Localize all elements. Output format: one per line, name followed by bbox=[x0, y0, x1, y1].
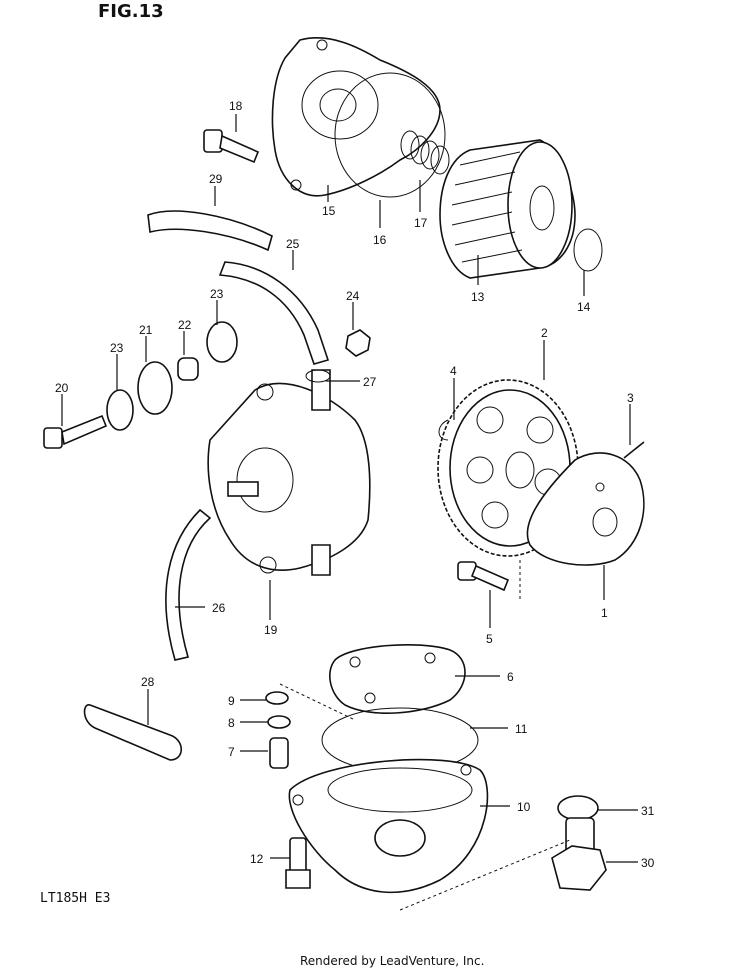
callout-8: 8 bbox=[228, 716, 235, 730]
callout-9: 9 bbox=[228, 694, 235, 708]
part-23-washer-b bbox=[206, 321, 238, 363]
part-26-hose bbox=[165, 508, 212, 661]
part-4-circlip bbox=[438, 419, 449, 441]
part-3-pin bbox=[623, 441, 645, 459]
part-13-oil-filter bbox=[439, 139, 576, 279]
part-24-nut bbox=[345, 329, 371, 357]
part-12-bolt bbox=[285, 837, 311, 889]
callout-17: 17 bbox=[414, 216, 428, 230]
callout-6: 6 bbox=[507, 670, 514, 684]
part-5-bolt bbox=[457, 561, 510, 592]
callout-23-a: 23 bbox=[110, 341, 124, 355]
part-10-strainer-cap bbox=[288, 758, 489, 894]
callout-27: 27 bbox=[363, 375, 377, 389]
part-30-drain-plug bbox=[551, 817, 607, 891]
part-23-washer bbox=[106, 389, 134, 431]
callout-31: 31 bbox=[641, 804, 655, 818]
callout-25: 25 bbox=[286, 237, 300, 251]
part-21-grommet bbox=[137, 361, 173, 415]
callout-26: 26 bbox=[212, 601, 226, 615]
leader-lines bbox=[61, 114, 638, 911]
callout-15: 15 bbox=[322, 204, 336, 218]
callout-24: 24 bbox=[346, 289, 360, 303]
callout-labels: 1 2 3 4 5 6 7 8 9 10 11 12 13 14 15 16 1… bbox=[55, 99, 655, 870]
part-7-screw bbox=[269, 737, 289, 769]
callout-10: 10 bbox=[517, 800, 531, 814]
callout-29: 29 bbox=[209, 172, 223, 186]
figure-title: FIG.13 bbox=[98, 1, 164, 22]
part-18-bolt bbox=[203, 129, 260, 164]
part-25-hose bbox=[218, 261, 330, 365]
part-20-bolt bbox=[43, 414, 108, 449]
part-6-oil-strainer bbox=[329, 644, 466, 714]
part-22-collar bbox=[177, 357, 199, 381]
part-29-coil-hose bbox=[147, 210, 273, 252]
part-31-gasket bbox=[557, 795, 599, 821]
callout-5: 5 bbox=[486, 632, 493, 646]
callout-16: 16 bbox=[373, 233, 387, 247]
callout-22: 22 bbox=[178, 318, 192, 332]
model-code: LT185H E3 bbox=[40, 891, 110, 906]
part-16-o-ring bbox=[334, 72, 446, 198]
part-8-lock-washer bbox=[267, 715, 291, 729]
callout-11: 11 bbox=[515, 722, 528, 736]
part-28-bracket bbox=[83, 704, 183, 761]
callout-3: 3 bbox=[627, 391, 634, 405]
callout-20: 20 bbox=[55, 381, 69, 395]
part-9-washer bbox=[265, 691, 289, 705]
callout-14: 14 bbox=[577, 300, 591, 314]
callout-7: 7 bbox=[228, 745, 235, 759]
callout-4: 4 bbox=[450, 364, 457, 378]
part-15-filter-cover bbox=[271, 37, 441, 197]
callout-30: 30 bbox=[641, 856, 655, 870]
callout-2: 2 bbox=[541, 326, 548, 340]
callout-28: 28 bbox=[141, 675, 155, 689]
callout-12: 12 bbox=[250, 852, 264, 866]
callout-13: 13 bbox=[471, 290, 485, 304]
callout-1: 1 bbox=[601, 606, 608, 620]
footer-credit: Rendered by LeadVenture, Inc. bbox=[300, 954, 484, 968]
part-27-clamp bbox=[305, 369, 331, 383]
callout-23-b: 23 bbox=[210, 287, 224, 301]
callout-19: 19 bbox=[264, 623, 278, 637]
callout-18: 18 bbox=[229, 99, 243, 113]
callout-21: 21 bbox=[139, 323, 153, 337]
part-19-fuel-pump bbox=[207, 369, 371, 576]
part-1-oil-pump bbox=[526, 452, 645, 566]
part-17-spring bbox=[400, 130, 450, 175]
part-14-o-ring bbox=[573, 228, 603, 272]
